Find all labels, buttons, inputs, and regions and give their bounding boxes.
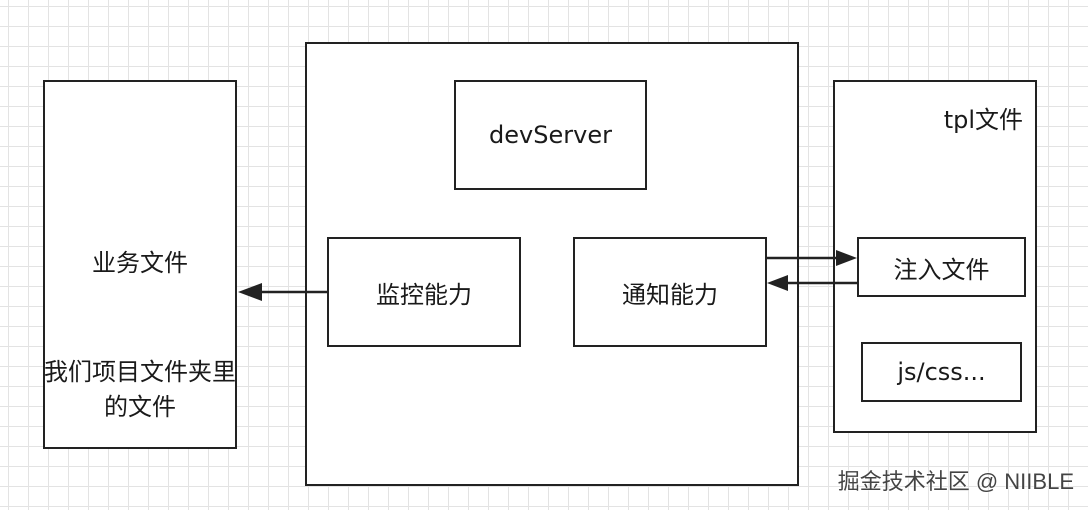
notify-capability-box: 通知能力 [573,237,767,347]
notify-capability-label: 通知能力 [622,280,718,309]
js-css-box: js/css... [861,342,1022,402]
business-files-note: 我们项目文件夹里的文件 [44,358,236,421]
dev-server-box: devServer [454,80,647,190]
arrow-monitor-to-business-head [238,283,262,301]
watermark: 掘金技术社区 @ NIIBLE [837,469,1074,494]
business-files-box [43,80,237,449]
monitor-capability-box: 监控能力 [327,237,521,347]
monitor-capability-label: 监控能力 [376,280,472,309]
tpl-files-title: tpl文件 [943,106,1023,134]
js-css-label: js/css... [897,358,986,386]
dev-server-label: devServer [489,121,612,149]
inject-file-label: 注入文件 [893,255,990,284]
business-files-title: 业务文件 [92,249,188,277]
inject-file-box: 注入文件 [857,237,1026,297]
